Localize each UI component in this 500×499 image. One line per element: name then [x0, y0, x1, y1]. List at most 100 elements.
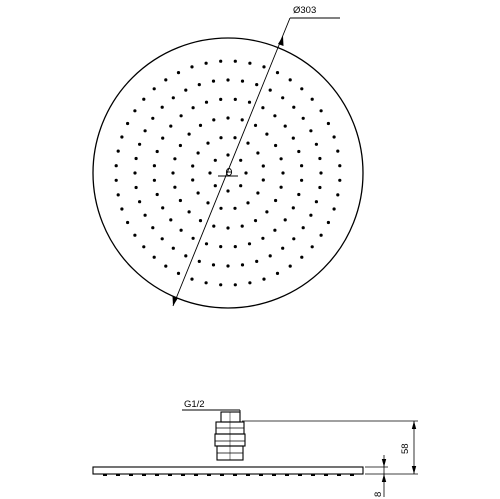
nozzle-dot: [176, 271, 181, 275]
nozzle-dot: [187, 132, 191, 136]
nozzle-dot: [301, 116, 305, 120]
nozzle-dot: [275, 271, 280, 275]
nozzle-dot: [239, 158, 243, 162]
plate-nozzle: [298, 474, 302, 476]
height-arrow-top: [411, 421, 417, 429]
nozzle-dot: [197, 259, 201, 263]
nozzle-dot: [171, 171, 175, 175]
nozzle-dot: [179, 114, 183, 118]
nozzle-dot: [233, 136, 237, 140]
nozzle-dot: [164, 264, 168, 268]
nozzle-dot: [261, 236, 265, 240]
nozzle-dot: [226, 153, 230, 157]
nozzle-dot: [191, 106, 195, 110]
nozzle-dot: [134, 185, 138, 190]
nozzle-dot: [336, 193, 340, 197]
nozzle-dot: [191, 178, 195, 182]
nozzle-dot: [152, 164, 156, 168]
nozzle-dot: [288, 78, 292, 82]
nozzle-dot: [204, 61, 208, 65]
nozzle-dot: [196, 191, 200, 195]
height-dimension: 58: [400, 421, 417, 474]
thickness-arrow-top: [381, 459, 387, 467]
nozzle-dot: [297, 149, 301, 154]
nozzle-dot: [226, 264, 230, 268]
nozzle-dot: [161, 206, 165, 210]
nozzle-dot: [261, 164, 265, 168]
nozzle-dot: [198, 219, 203, 223]
nozzle-dot: [160, 237, 164, 241]
nozzle-dot: [233, 206, 237, 210]
nozzle-dot: [309, 213, 313, 217]
nozzle-dot: [279, 185, 283, 189]
nozzle-dot: [126, 121, 130, 126]
nozzle-dot: [291, 206, 295, 210]
plate-nozzle: [337, 474, 341, 476]
nozzle-dot: [198, 123, 203, 127]
nozzle-dot: [256, 191, 260, 195]
nozzle-dot: [255, 83, 259, 87]
nozzle-dot: [178, 198, 182, 203]
nozzle-dot: [253, 219, 258, 223]
nozzle-dot: [190, 277, 194, 281]
nozzle-dot: [244, 171, 248, 175]
nozzle-dot: [319, 233, 323, 237]
nozzle-dot: [291, 136, 295, 140]
nozzle-dot: [138, 142, 142, 146]
nozzle-dot: [143, 129, 147, 133]
nozzle-dot: [155, 192, 159, 197]
nozzle-dot: [142, 97, 146, 101]
nozzle-dot: [196, 151, 200, 155]
height-label: 58: [400, 443, 411, 454]
nozzle-dot: [265, 132, 269, 136]
nozzle-dot: [319, 109, 323, 113]
thickness-label: 8: [373, 492, 384, 497]
plate-nozzle: [350, 474, 354, 476]
thread-dimension: G1/2: [182, 399, 241, 416]
nozzle-dot: [208, 171, 212, 175]
plate-nozzle: [155, 474, 159, 476]
diameter-dimension: Ø303: [172, 5, 340, 307]
nozzle-dot: [279, 157, 283, 161]
nozzle-dot: [155, 149, 159, 154]
nozzle-dot: [219, 283, 223, 287]
nozzle-dot: [226, 226, 230, 230]
plate-nozzles: [103, 474, 354, 476]
nozzle-dot: [300, 178, 304, 182]
ball-joint-fitting: [214, 411, 246, 461]
height-arrow-bottom: [411, 466, 417, 474]
nozzle-dot: [133, 109, 137, 113]
nozzle-dot: [240, 224, 244, 228]
nozzle-dot: [191, 164, 195, 168]
nozzle-dot: [226, 116, 230, 120]
nozzle-dot: [332, 135, 336, 139]
nozzle-dot: [310, 97, 314, 101]
nozzle-dot: [152, 178, 156, 182]
nozzle-dot: [262, 277, 266, 281]
nozzle-dot: [319, 171, 323, 175]
nozzle-dot: [211, 79, 216, 83]
nozzle-dot: [248, 281, 252, 285]
nozzle-dot: [265, 210, 269, 214]
nozzle-dot: [261, 106, 265, 110]
nozzle-dot: [133, 233, 137, 237]
nozzle-dot: [169, 218, 173, 222]
nozzle-dot: [206, 201, 210, 205]
nozzle-dot: [336, 149, 340, 153]
nozzle-dot: [179, 228, 183, 232]
nozzle-dot: [318, 156, 322, 161]
plate-nozzle: [220, 474, 224, 476]
nozzle-dot: [212, 224, 216, 228]
nozzle-dot: [300, 87, 304, 91]
nozzle-dot: [246, 141, 250, 145]
nozzle-dot: [152, 87, 156, 91]
nozzle-dot: [233, 283, 237, 287]
nozzle-dot: [191, 236, 195, 240]
plate-nozzle: [168, 474, 172, 476]
nozzle-dot: [187, 210, 191, 214]
nozzle-dot: [240, 118, 244, 122]
nozzle-dot: [301, 226, 305, 230]
nozzle-dot: [233, 59, 237, 63]
plate-nozzle: [129, 474, 133, 476]
plate-nozzle: [311, 474, 315, 476]
